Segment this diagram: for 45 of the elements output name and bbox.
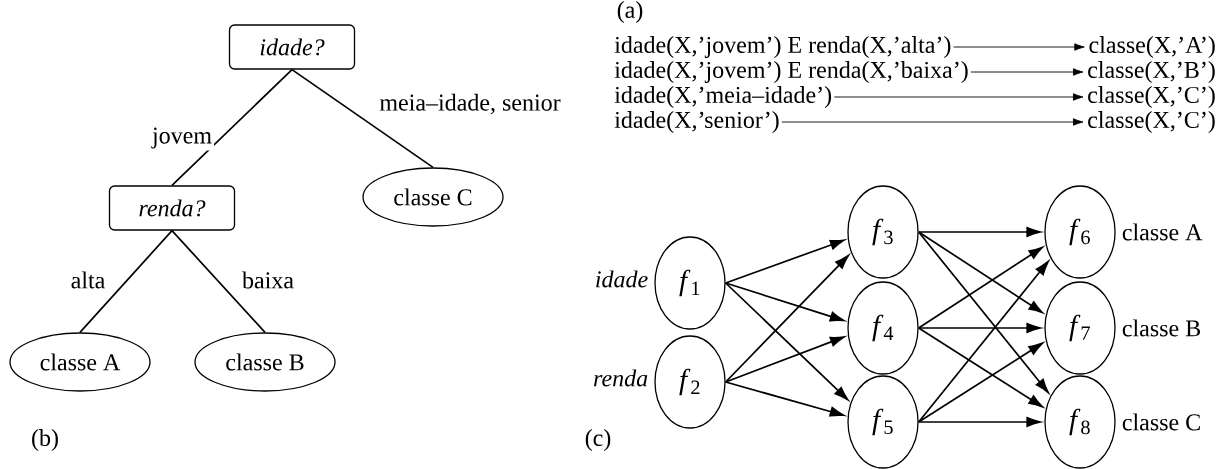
panel-label: (a) [617, 1, 643, 23]
arrow [917, 323, 1041, 333]
rule-conclusion: classe(X,’C’) [1088, 111, 1215, 133]
input-label: idade [596, 270, 648, 288]
tree-branch [171, 68, 293, 187]
rule-conclusion: classe(X,’B’) [1088, 61, 1215, 83]
arrow [917, 246, 1044, 329]
input-label: renda [594, 369, 648, 387]
arrow [917, 227, 1041, 237]
edge-label: jovem [150, 125, 214, 151]
arrow [724, 239, 845, 284]
arrow [833, 93, 1084, 101]
decision-box: renda? [108, 185, 236, 231]
edge-label: meia–idade, senior [377, 91, 563, 117]
output-label: classe C [1122, 413, 1200, 431]
panel-label: (c) [585, 429, 611, 451]
rule-conclusion: classe(X,’A’) [1089, 36, 1215, 58]
rule-condition: idade(X,’jovem’) E renda(X,’alta’) [614, 36, 951, 58]
decision-box: idade? [228, 24, 356, 70]
arrow [917, 260, 1049, 423]
panel-label: (b) [32, 429, 58, 451]
tree-branch [79, 229, 173, 334]
arrow [917, 327, 1044, 408]
arrow [724, 254, 849, 383]
rule-condition: idade(X,’senior’) [614, 111, 779, 133]
tree-branch [291, 68, 434, 169]
arrow [917, 231, 1049, 394]
arrow [781, 118, 1084, 126]
rule-condition: idade(X,’jovem’) E renda(X,’baixa’) [614, 61, 968, 83]
arrow [724, 282, 849, 401]
edge-label: baixa [240, 269, 296, 291]
arrow [953, 43, 1085, 51]
output-label: classe B [1122, 319, 1200, 337]
arrow [917, 417, 1041, 427]
arrow [917, 342, 1044, 423]
arrow [724, 336, 845, 383]
arrow [917, 231, 1044, 314]
arrow [724, 381, 845, 417]
output-label: classe A [1122, 223, 1203, 241]
arrow [724, 282, 845, 322]
tree-branch [171, 229, 266, 334]
edge-label: alta [68, 269, 108, 291]
rule-conclusion: classe(X,’C’) [1088, 86, 1215, 108]
rule-condition: idade(X,’meia–idade’) [614, 86, 832, 108]
arrow [970, 68, 1084, 76]
